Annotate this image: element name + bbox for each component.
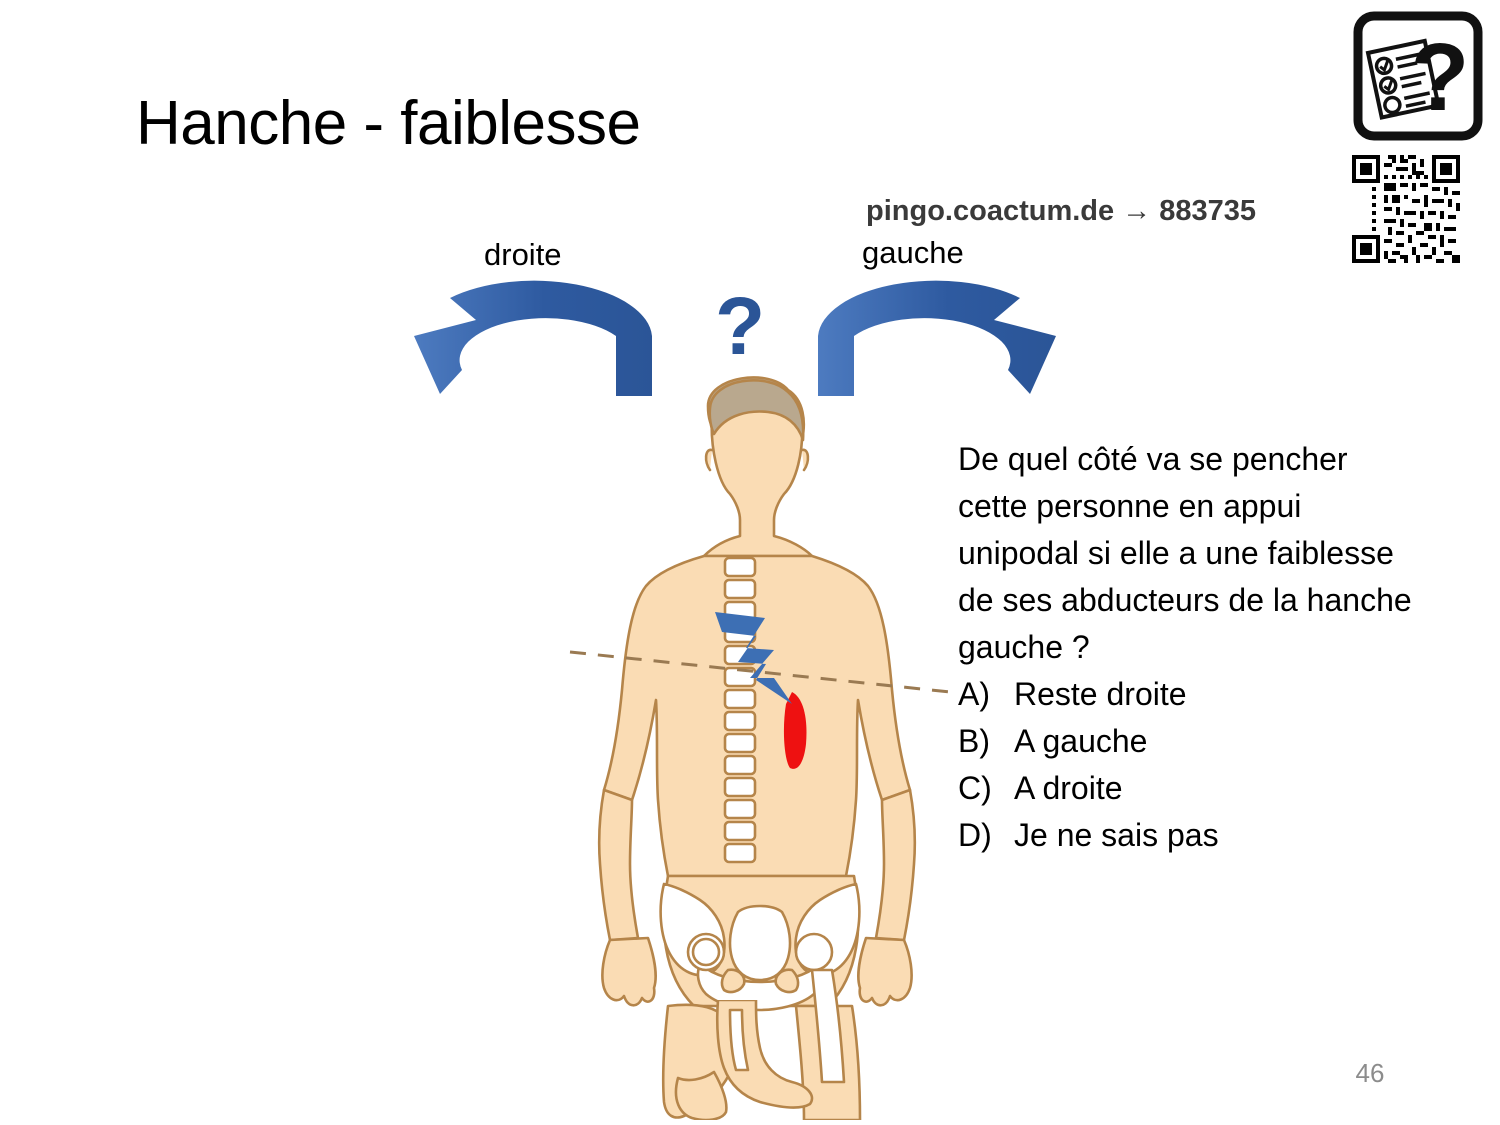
curved-arrow-right (806, 276, 1066, 407)
question-line: unipodal si elle a une faiblesse (958, 535, 1394, 571)
answer-key-b: B) (958, 723, 990, 759)
answer-text-a: Reste droite (1014, 676, 1187, 712)
foot-lifted (674, 1070, 728, 1122)
question-line: cette personne en appui (958, 488, 1302, 524)
answer-option-d[interactable]: D) Je ne sais pas (958, 812, 1458, 859)
hair-fringe (708, 379, 805, 442)
arm-left (597, 788, 640, 942)
torso (602, 554, 912, 878)
answer-option-c[interactable]: C) A droite (958, 765, 1458, 812)
pelvis-bone (659, 882, 861, 1012)
femur-standing (810, 968, 846, 1084)
page-number: 46 (1355, 1058, 1385, 1088)
page-title: Hanche - faiblesse (136, 89, 641, 158)
femur-head-lifted (691, 937, 721, 967)
svg-text:?: ? (1411, 24, 1470, 131)
answer-text-b: A gauche (1014, 723, 1148, 759)
hand-right (857, 936, 913, 1007)
red-muscle-marker (783, 692, 807, 769)
lightning-bolt-marker (715, 612, 792, 704)
question-line: De quel côté va se pencher (958, 441, 1348, 477)
pingo-poll-code: pingo.coactum.de → 883735 (866, 195, 1257, 227)
spine-column (723, 556, 757, 864)
pelvic-tilt-dashed-line (569, 650, 951, 694)
center-question-mark: ? (714, 281, 766, 372)
question-line: gauche ? (958, 629, 1090, 665)
ear-right (800, 448, 810, 472)
poll-quiz-icon: ? (1352, 10, 1484, 147)
answer-option-b[interactable]: B) A gauche (958, 718, 1458, 765)
label-droite: droite (484, 237, 562, 272)
hand-left (601, 936, 657, 1007)
anatomy-figure-single-leg-stance (560, 360, 960, 1125)
answer-key-c: C) (958, 770, 992, 806)
question-block: De quel côté va se pencher cette personn… (958, 436, 1458, 859)
ear-left (704, 448, 714, 472)
label-gauche: gauche (862, 235, 964, 270)
obturator-foramina (720, 968, 800, 994)
curved-arrow-left (404, 276, 664, 407)
answer-key-d: D) (958, 817, 992, 853)
answer-text-c: A droite (1014, 770, 1123, 806)
lower-leg-and-foot (715, 1000, 814, 1109)
answer-text-d: Je ne sais pas (1014, 817, 1219, 853)
arm-right (874, 788, 917, 942)
answer-key-a: A) (958, 676, 990, 712)
question-line: de ses abducteurs de la hanche (958, 582, 1412, 618)
qr-code (1348, 150, 1464, 273)
answer-option-a[interactable]: A) Reste droite (958, 671, 1458, 718)
